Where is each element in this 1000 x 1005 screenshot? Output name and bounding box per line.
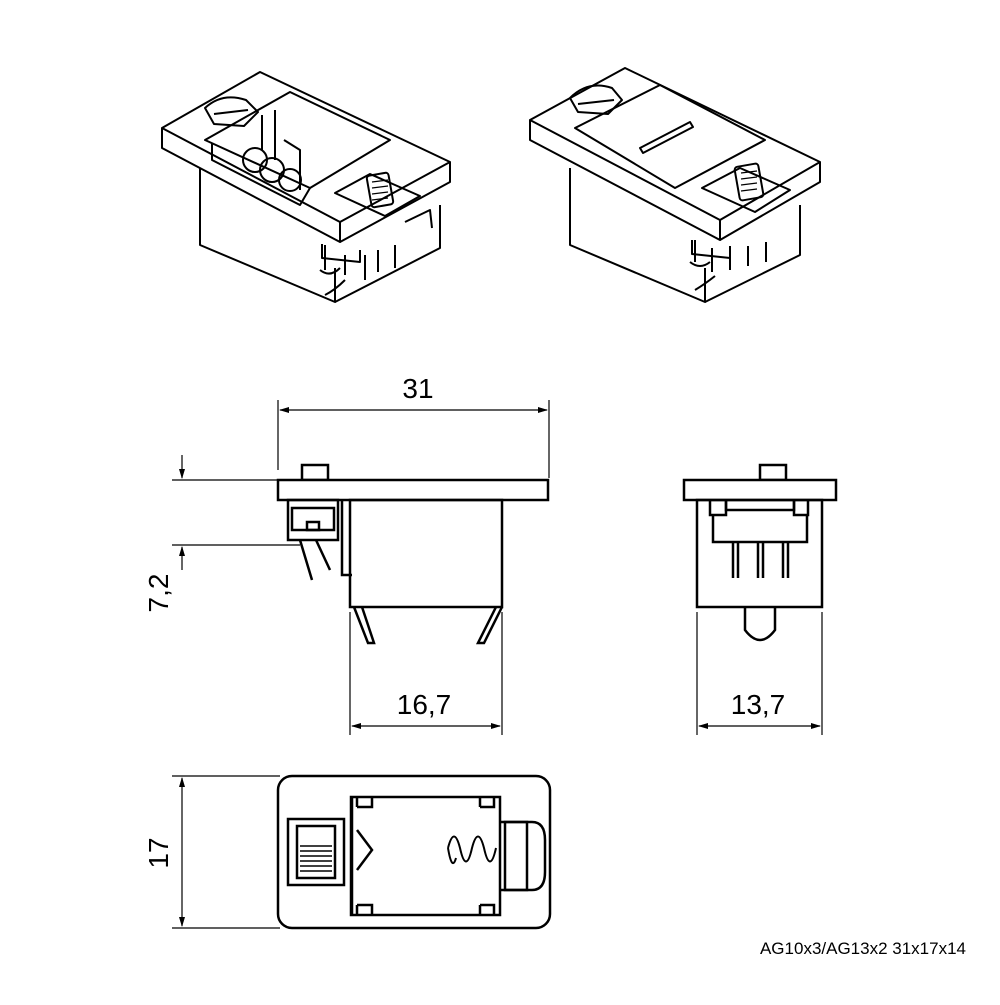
dim-side-width: 13,7 [731, 689, 786, 720]
bottom-view [276, 774, 552, 930]
dimension-lines [172, 400, 823, 929]
part-caption: AG10x3/AG13x2 31x17x14 [760, 939, 966, 958]
front-view [276, 463, 550, 645]
dim-overall-width: 31 [402, 373, 433, 404]
dim-body-width: 16,7 [397, 689, 452, 720]
side-view [682, 463, 838, 642]
dim-height: 7,2 [143, 574, 174, 613]
isometric-view-open [161, 71, 451, 303]
isometric-view-covered [529, 67, 821, 303]
dim-depth: 17 [143, 837, 174, 868]
